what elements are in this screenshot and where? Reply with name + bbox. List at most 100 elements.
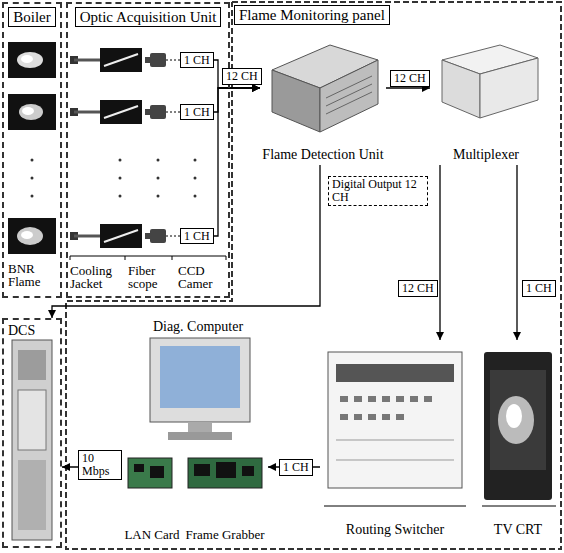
region-title: Optic Acquisition Unit [75, 7, 222, 27]
fiberscope-row [145, 233, 150, 239]
detection-unit-image [326, 92, 372, 114]
detection-unit-image [272, 45, 378, 132]
region-panel: Boiler [2, 2, 62, 298]
edge-label: 12 CH [390, 70, 430, 87]
flame-image [21, 55, 33, 63]
arrow-head [436, 332, 444, 340]
arrow-head [252, 84, 260, 92]
region-panel: Optic Acquisition Unit 1 CH 1 CH 1 CH [66, 2, 230, 298]
fiberscope-row [119, 195, 122, 198]
flame-image [8, 42, 56, 78]
device-label: DCS [8, 323, 35, 339]
connector-line [214, 88, 260, 112]
routing-switcher-image [336, 460, 454, 461]
channel-label: 12 CH [222, 68, 262, 85]
computer-image [128, 458, 172, 488]
bracket [70, 256, 226, 260]
routing-switcher-image [354, 396, 362, 402]
flame-image [8, 42, 56, 254]
channel-label: 1 CH [184, 229, 210, 243]
dcs-block: DCS [2, 318, 62, 548]
flame-image [31, 195, 34, 198]
tv-monitor-image [484, 352, 552, 500]
flame-image [31, 159, 34, 162]
routing-switcher-image [340, 414, 348, 420]
flame-image [21, 231, 33, 239]
fiberscope-row [100, 224, 142, 248]
bracket [125, 256, 126, 260]
routing-switcher-image [336, 440, 454, 441]
routing-switcher-image [328, 352, 462, 488]
computer-image [168, 432, 232, 440]
fiberscope-row [194, 177, 197, 180]
part-label: CCD Camer [178, 264, 226, 290]
device-block: Routing Switcher [320, 340, 470, 540]
computer-image [150, 338, 250, 422]
panel-outline [66, 2, 561, 549]
routing-switcher-image [324, 352, 466, 506]
tv-monitor-image [490, 370, 546, 470]
dcs-cabinet [12, 340, 52, 540]
fiberscope-row [145, 109, 150, 115]
routing-switcher-image [396, 414, 404, 420]
edge-label: 10 Mbps [78, 450, 122, 480]
fiberscope-row [166, 236, 180, 237]
arrow-head [252, 84, 260, 92]
routing-switcher-image [354, 414, 362, 420]
routing-switcher-image [368, 414, 376, 420]
region-title: Flame Monitoring panel [234, 5, 390, 25]
channel-box: 1 CH [180, 104, 214, 120]
edge-label: 1 CH [522, 280, 556, 297]
region-title: Boiler [8, 7, 56, 27]
fiberscope-row [104, 54, 138, 66]
fiberscope-row [100, 48, 142, 72]
flame-image [17, 52, 43, 68]
arrow-head [268, 463, 276, 471]
connector-line [52, 165, 320, 318]
part-label: Fiber scope [128, 264, 168, 290]
flame-image [17, 227, 43, 245]
flame-image [22, 107, 34, 115]
bracket [172, 256, 173, 260]
tv-monitor-image [498, 396, 534, 444]
arrow-head [252, 84, 260, 92]
fiberscope-row [74, 59, 100, 62]
fiberscope-row [145, 57, 150, 63]
routing-switcher-image [382, 414, 390, 420]
fiberscope-row [74, 235, 100, 238]
channel-label: 1 CH [184, 53, 210, 67]
tv-monitor-image [482, 352, 556, 506]
fiberscope-row [70, 48, 197, 248]
multiplexer-image [442, 45, 538, 118]
fiberscope-row [157, 195, 160, 198]
device-label: TV CRT [494, 522, 542, 538]
computer-image [188, 422, 212, 432]
edge-label: Digital Output 12 CH [328, 176, 428, 206]
device-label: LAN Card [124, 527, 179, 542]
part-label: Cooling Jacket [70, 264, 122, 290]
fiberscope-row [150, 105, 166, 119]
card-block: Frame Grabber [182, 452, 268, 544]
fiberscope-row [157, 159, 160, 162]
fiberscope-row [194, 195, 197, 198]
fiberscope-row [100, 100, 142, 124]
fiberscope-row [157, 177, 160, 180]
dcs-cabinet [12, 340, 52, 540]
computer-image [134, 464, 144, 472]
computer-image [160, 346, 240, 408]
device-block: Multiplexer [430, 38, 542, 165]
device-block: Flame Detection Unit [260, 38, 386, 165]
device-block: Diag. ComputerLAN CardFrame Grabber [120, 316, 276, 448]
routing-switcher-image [340, 396, 348, 402]
device-label: Diag. Computer [153, 319, 243, 335]
computer-image [150, 466, 164, 478]
panel-outline [66, 2, 561, 549]
fiberscope-row [74, 111, 100, 114]
flame-image [19, 104, 43, 120]
routing-switcher-image [396, 396, 404, 402]
routing-switcher-image [368, 396, 376, 402]
dcs-cabinet [18, 350, 46, 380]
routing-switcher-image [336, 364, 454, 382]
arrow-head [48, 310, 56, 318]
